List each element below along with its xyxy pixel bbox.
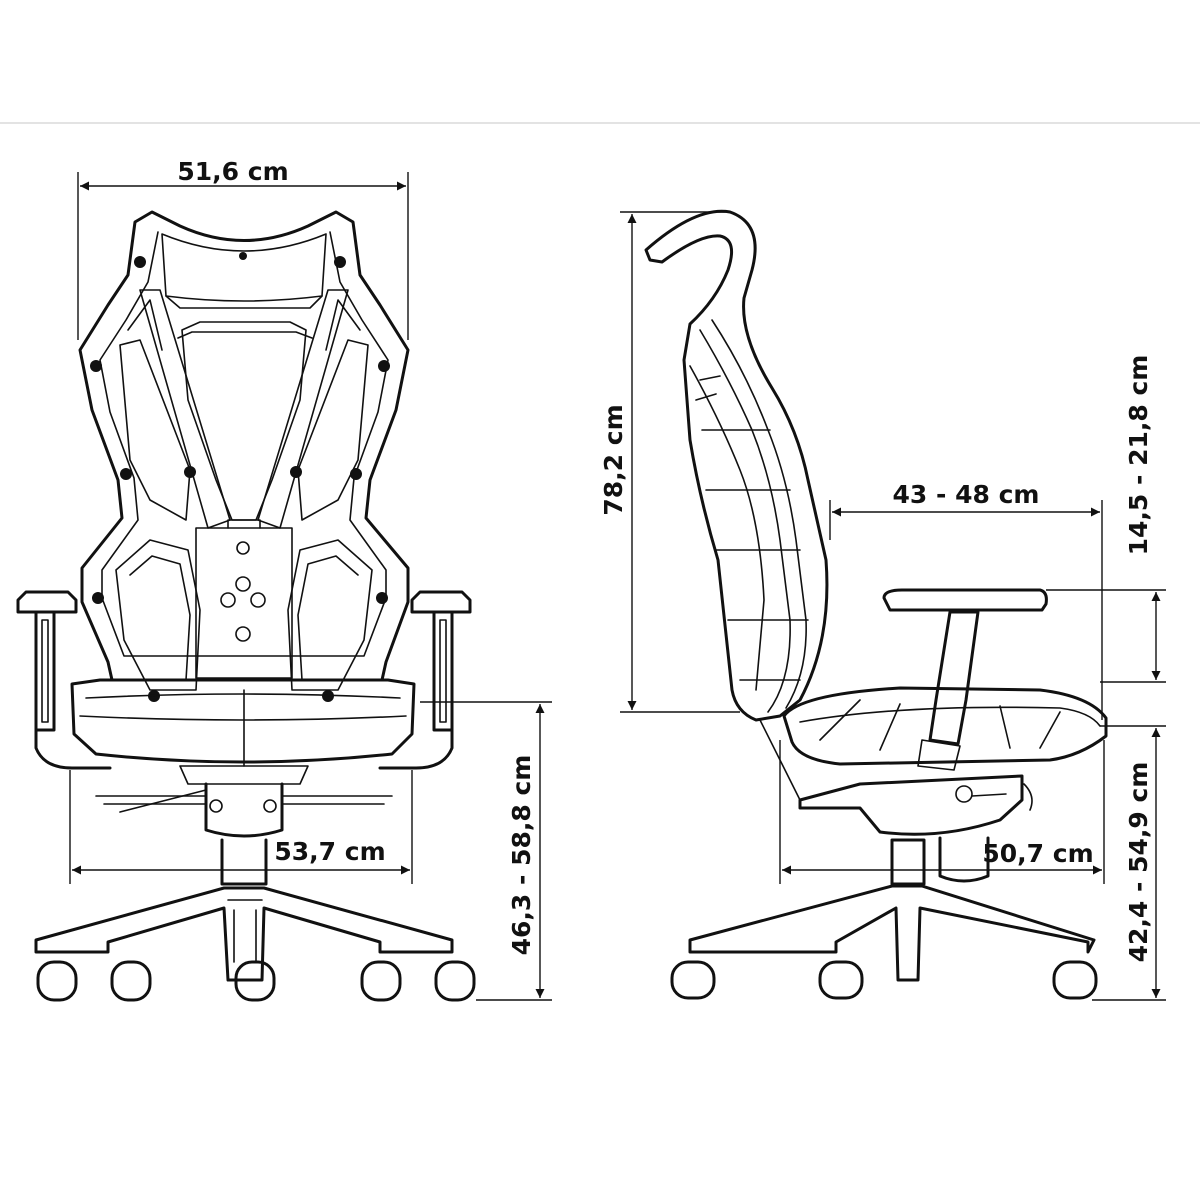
label-front-width: 51,6 cm <box>177 157 288 186</box>
front-backrest-inner <box>99 231 389 657</box>
side-mechanism <box>798 774 1024 836</box>
front-right-flap <box>297 339 369 521</box>
label-front-seat-height: 46,3 - 58,8 cm <box>507 755 536 956</box>
front-left-flap <box>119 339 191 521</box>
dimension-lines <box>69 172 1166 1001</box>
front-center-plate <box>195 527 293 679</box>
front-base <box>34 886 454 982</box>
side-armrest <box>882 588 1048 612</box>
front-right-armrest <box>378 590 472 770</box>
front-mesh-window <box>181 321 307 521</box>
front-left-bar <box>139 289 231 529</box>
front-right-lumbar <box>287 539 373 691</box>
front-left-armrest <box>16 590 112 770</box>
side-casters <box>670 960 1098 1000</box>
front-view <box>16 210 476 1002</box>
front-headrest <box>161 233 327 302</box>
label-side-depth: 43 - 48 cm <box>893 480 1040 509</box>
label-side-height: 78,2 cm <box>599 404 628 515</box>
side-seat <box>782 686 1108 766</box>
side-view <box>644 209 1108 1000</box>
front-seat <box>70 678 416 764</box>
label-side-base: 50,7 cm <box>982 839 1093 868</box>
side-backrest-inner <box>699 329 791 713</box>
front-frame-dots <box>90 256 390 702</box>
side-backrest-outer <box>644 209 829 722</box>
front-gas-lift <box>220 838 268 886</box>
front-mechanism <box>179 765 309 785</box>
front-backrest-frame <box>78 210 410 682</box>
label-front-base: 53,7 cm <box>274 837 385 866</box>
label-side-armrest: 14,5 - 21,8 cm <box>1124 355 1153 556</box>
front-left-lumbar <box>115 539 201 691</box>
side-base <box>688 884 1096 982</box>
label-side-seat-height: 42,4 - 54,9 cm <box>1124 762 1153 963</box>
side-gas-lift <box>890 838 926 886</box>
headrest-dot <box>239 252 247 260</box>
front-right-bar <box>257 289 349 529</box>
front-casters <box>36 960 476 1002</box>
